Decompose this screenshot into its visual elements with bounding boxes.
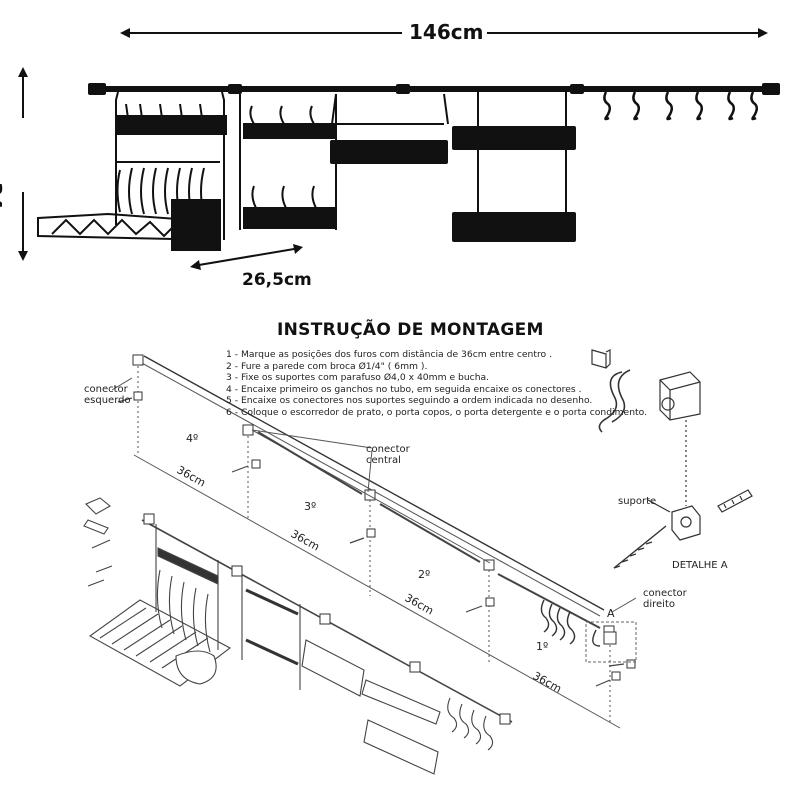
detail-a-marker: A xyxy=(607,607,615,620)
instructions-steps: 1 - Marque as posições dos furos com dis… xyxy=(226,349,647,419)
instruction-step-3: 3 - Fixe os suportes com parafuso Ø4,0 x… xyxy=(226,372,490,384)
height-label: 34cm xyxy=(0,182,6,243)
instructions-title: INSTRUÇÃO DE MONTAGEM xyxy=(277,320,544,340)
section-number-2: 2º xyxy=(418,568,431,581)
section-number-4: 4º xyxy=(186,432,199,445)
left-connector-label: conector esquerdo xyxy=(84,384,131,406)
depth-label: 26,5cm xyxy=(242,270,312,290)
condiment-baskets xyxy=(452,92,576,242)
width-dimension-line xyxy=(120,28,768,38)
section-number-1: 1º xyxy=(536,640,549,653)
main-rail xyxy=(88,83,780,95)
spacing-label-1: 36cm xyxy=(175,463,208,489)
instruction-step-2: 2 - Fure a parede com broca Ø1/4" ( 6mm … xyxy=(226,360,428,372)
instruction-step-1: 1 - Marque as posições dos furos com dis… xyxy=(226,349,553,360)
spacing-label-4: 36cm xyxy=(531,669,564,695)
instruction-step-5: 5 - Encaixe os conectores nos suportes s… xyxy=(226,395,593,407)
height-dimension-line xyxy=(18,67,28,261)
detail-a-label: DETALHE A xyxy=(672,560,728,571)
depth-dimension-line xyxy=(190,244,303,270)
product-illustration xyxy=(18,28,780,270)
instruction-step-4: 4 - Encaixe primeiro os ganchos no tubo,… xyxy=(226,383,582,395)
s-hooks xyxy=(603,91,758,121)
dish-rack xyxy=(37,91,227,251)
spacing-label-2: 36cm xyxy=(289,527,322,553)
exploded-assembly-drawing xyxy=(83,349,753,775)
spacing-label-3: 36cm xyxy=(403,591,436,617)
cup-holder-panel xyxy=(239,94,337,230)
section-number-3: 3º xyxy=(304,500,317,513)
instruction-step-6: 6 - Coloque o escorredor de prato, o por… xyxy=(226,406,648,418)
detergent-basket xyxy=(330,93,449,164)
right-connector-label: conector direito xyxy=(643,588,687,610)
width-label: 146cm xyxy=(405,20,488,44)
center-connector-label: conector central xyxy=(366,444,410,466)
support-label: suporte xyxy=(618,496,657,507)
